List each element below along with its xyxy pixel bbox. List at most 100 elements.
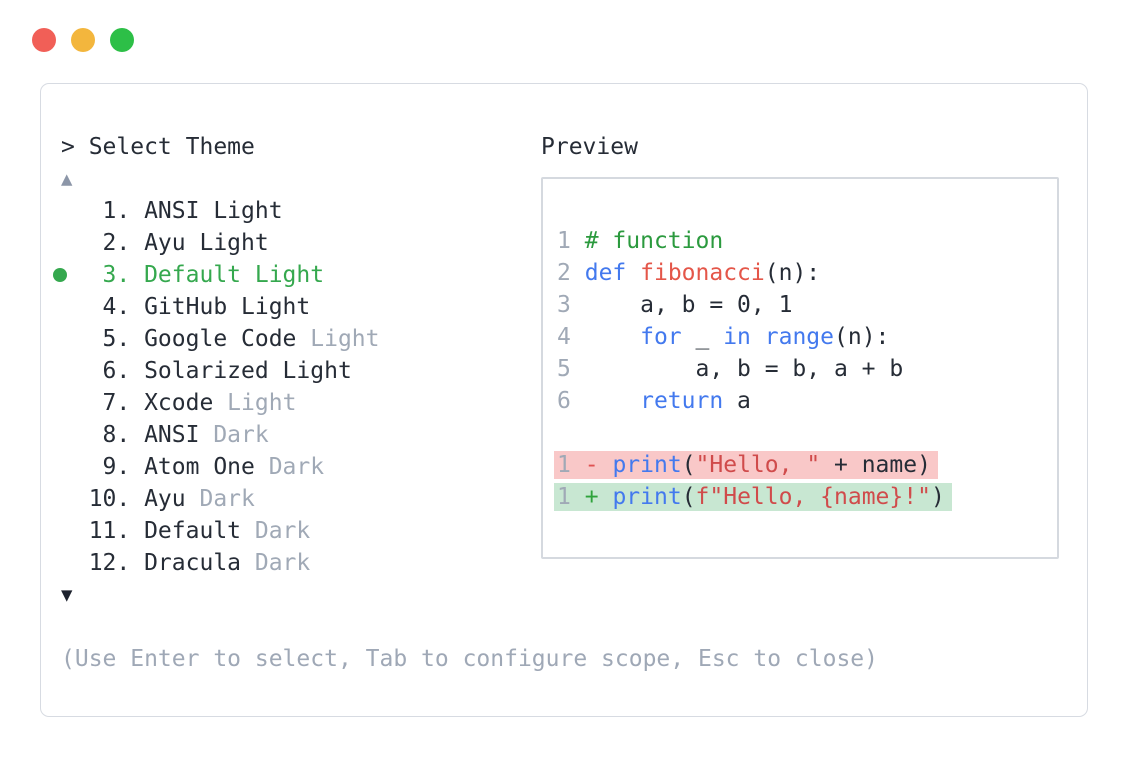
minimize-button[interactable] (71, 28, 95, 52)
code-token (571, 356, 585, 382)
code-text: 5 a, b = b, a + b (557, 356, 903, 382)
line-number: 2 (557, 260, 571, 286)
close-button[interactable] (32, 28, 56, 52)
diff-highlight: 1 - print("Hello, " + name) (554, 451, 938, 479)
select-theme-prompt: > Select Theme (61, 134, 255, 160)
theme-item-dracula[interactable]: 12. Dracula Dark (61, 547, 541, 579)
theme-name: Default (130, 518, 242, 544)
code-line: 6 return a (557, 385, 1043, 417)
code-token: (n): (764, 260, 821, 286)
code-token: for (640, 324, 682, 350)
theme-name: Ayu Light (130, 230, 269, 256)
code-text: 1 # function (557, 228, 723, 254)
row-gutter (61, 515, 75, 547)
code-token (599, 484, 613, 510)
code-token: # function (584, 228, 724, 254)
theme-number: 12. (74, 550, 131, 576)
line-number: 5 (557, 356, 571, 382)
code-token: in (723, 324, 751, 350)
row-gutter (61, 547, 75, 579)
theme-name-suffix: Dark (185, 486, 255, 512)
theme-number: 6. (74, 358, 131, 384)
row-gutter (61, 451, 75, 483)
theme-name-suffix: Dark (241, 550, 311, 576)
code-token (571, 388, 585, 414)
theme-name: Default Light (130, 262, 325, 288)
theme-item-default-light[interactable]: 3. Default Light (53, 259, 541, 291)
code-token (571, 260, 585, 286)
preview-column: Preview 1 # function 2 def fibonacci(n): 3… (541, 131, 1065, 559)
row-gutter (61, 419, 75, 451)
code-token: print (612, 484, 682, 510)
theme-name-suffix: Dark (254, 454, 325, 480)
window-controls (32, 28, 134, 52)
row-gutter (61, 227, 75, 259)
footer-hint: (Use Enter to select, Tab to configure s… (61, 646, 878, 672)
code-token: ) (930, 484, 945, 510)
theme-number: 10. (74, 486, 131, 512)
theme-item-default[interactable]: 11. Default Dark (61, 515, 541, 547)
code-token: return (640, 388, 724, 414)
code-token: a, b = 0, 1 (584, 292, 793, 318)
theme-number: 3. (74, 262, 131, 288)
theme-number: 2. (74, 230, 131, 256)
line-number: 6 (557, 388, 571, 414)
dialog-body: > Select Theme ▲ 1. ANSI Light 2. Ayu Li… (53, 131, 1067, 611)
line-number: 3 (557, 292, 571, 318)
code-token: (n): (834, 324, 890, 350)
scroll-down-icon[interactable]: ▼ (61, 584, 73, 606)
theme-list-column: > Select Theme ▲ 1. ANSI Light 2. Ayu Li… (53, 131, 541, 611)
theme-item-google-code[interactable]: 5. Google Code Light (61, 323, 541, 355)
theme-list: 1. ANSI Light 2. Ayu Light 3. Default Li… (53, 195, 541, 579)
diff-line-added: 1 + print(f"Hello, {name}!") (554, 481, 1043, 513)
code-text: 2 def fibonacci(n): (557, 260, 820, 286)
theme-item-ansi[interactable]: 8. ANSI Dark (61, 419, 541, 451)
theme-name: Dracula (130, 550, 242, 576)
theme-picker-dialog: > Select Theme ▲ 1. ANSI Light 2. Ayu Li… (40, 83, 1088, 717)
theme-item-atom-one[interactable]: 9. Atom One Dark (61, 451, 541, 483)
code-token: - (584, 452, 599, 478)
theme-name: Ayu (130, 486, 186, 512)
row-gutter (61, 387, 75, 419)
code-token: ( (681, 484, 696, 510)
theme-name: ANSI (130, 422, 200, 448)
theme-item-solarized-light[interactable]: 6. Solarized Light (61, 355, 541, 387)
code-token: ( (681, 452, 696, 478)
code-token (571, 324, 585, 350)
theme-number: 4. (74, 294, 131, 320)
row-gutter (61, 483, 75, 515)
theme-name: Atom One (130, 454, 255, 480)
code-line (557, 417, 1043, 449)
row-gutter (61, 291, 75, 323)
code-token: + (584, 484, 599, 510)
theme-name-suffix: Light (296, 326, 380, 352)
line-number: 1 (557, 228, 571, 254)
theme-item-xcode[interactable]: 7. Xcode Light (61, 387, 541, 419)
code-token (585, 388, 640, 414)
theme-item-ayu-light[interactable]: 2. Ayu Light (61, 227, 541, 259)
preview-label: Preview (541, 134, 638, 160)
code-token: print (612, 452, 682, 478)
code-token: def (584, 260, 627, 286)
code-preview: 1 # function 2 def fibonacci(n): 3 a, b = … (554, 225, 1043, 513)
theme-item-ayu[interactable]: 10. Ayu Dark (61, 483, 541, 515)
code-token: range (764, 324, 835, 350)
line-number: 1 (557, 484, 571, 510)
theme-item-ansi-light[interactable]: 1. ANSI Light (61, 195, 541, 227)
row-gutter (61, 323, 75, 355)
code-token: "Hello, " (695, 452, 821, 478)
code-token: f"Hello, {name}!" (695, 484, 931, 510)
theme-item-github-light[interactable]: 4. GitHub Light (61, 291, 541, 323)
maximize-button[interactable] (110, 28, 134, 52)
preview-box: 1 # function 2 def fibonacci(n): 3 a, b = … (541, 177, 1059, 559)
theme-number: 11. (74, 518, 131, 544)
code-token (585, 324, 640, 350)
row-gutter (53, 259, 75, 291)
theme-number: 7. (74, 390, 131, 416)
code-token (599, 452, 613, 478)
code-token: _ (681, 324, 724, 350)
code-token (571, 452, 585, 478)
line-number: 1 (557, 452, 571, 478)
scroll-up-icon[interactable]: ▲ (61, 168, 73, 190)
code-token (626, 260, 640, 286)
